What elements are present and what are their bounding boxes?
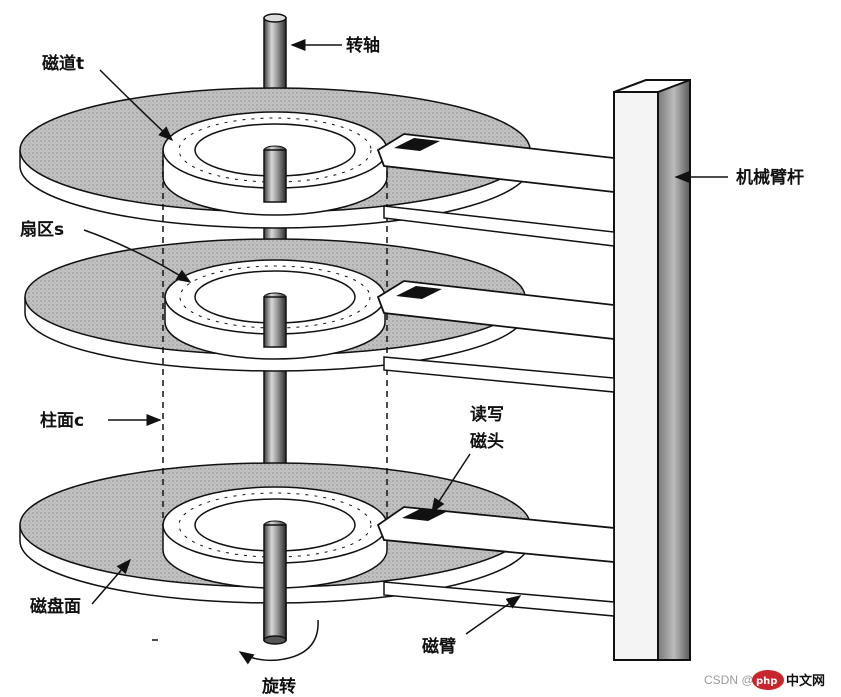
track-label: 磁道t [42, 53, 84, 74]
watermark-logo-text: 中文网 [786, 673, 825, 689]
rw-head-label-line1: 读写 [470, 404, 504, 425]
disk-arm-middle [376, 280, 615, 393]
arm-rod-column [613, 79, 691, 661]
disk-arm-label: 磁臂 [422, 636, 456, 657]
spindle-segment [263, 149, 287, 203]
platter-surface-label: 磁盘面 [30, 596, 81, 617]
rw-head-label-line2: 磁头 [470, 431, 504, 452]
cylinder-label: 柱面c [40, 410, 84, 431]
pointer-lines [83, 39, 728, 635]
spindle-label: 转轴 [346, 35, 380, 56]
disk-arm-pointer [465, 595, 522, 635]
spindle-segment [263, 524, 287, 641]
cylinder-dashed-lines [162, 160, 388, 525]
track-pointer [99, 69, 174, 142]
rw-head-pointer [431, 453, 471, 514]
rotation-arrow-icon [238, 619, 319, 665]
sector-label: 扇区s [20, 219, 64, 240]
sector-pointer [83, 229, 192, 283]
disk-arm-top [376, 133, 615, 247]
svg-text:php: php [756, 676, 777, 687]
spindle-segment [263, 296, 287, 348]
arm-rod-label: 机械臂杆 [736, 167, 804, 188]
watermark-text: CSDN @ [704, 673, 754, 687]
rotation-label: 旋转 [261, 676, 296, 697]
php-logo-icon: php [752, 670, 784, 690]
platter-surface-pointer [91, 558, 131, 605]
